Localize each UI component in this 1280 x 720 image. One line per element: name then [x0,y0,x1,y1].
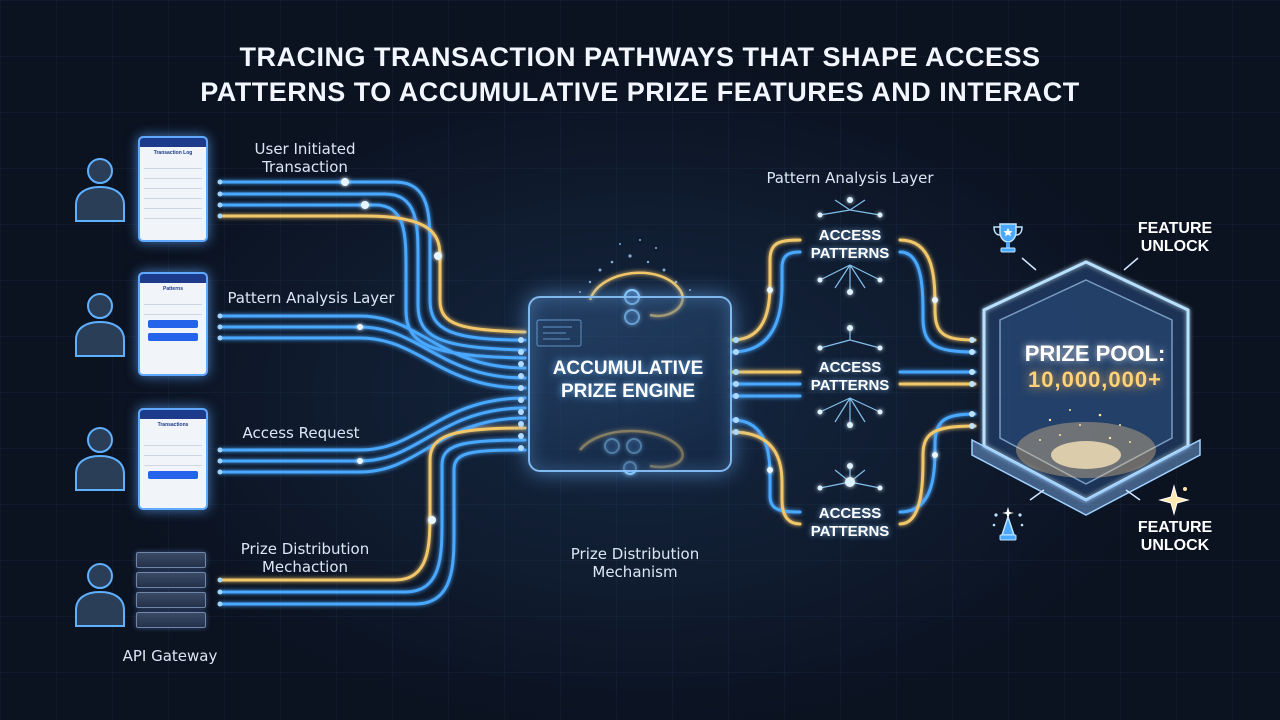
server-rack [136,552,206,632]
hub-1 [819,199,881,292]
path-e-ap1-b [730,250,802,354]
path-ap1-pp-a [898,238,977,342]
phone-screen-transactions: Transaction Log [138,136,208,242]
user-icon [75,158,125,222]
access-patterns-1: ACCESS PATTERNS [810,227,890,262]
path-g3-c [218,416,527,474]
label-access-request: Access Request [242,424,360,442]
user-icon [75,563,125,627]
path-g1-c [218,203,527,360]
prize-engine-label: ACCUMULATIVE PRIZE ENGINE [552,358,704,402]
title-line-1: TRACING TRANSACTION PATHWAYS THAT SHAPE … [239,42,1041,72]
user-icon [75,427,125,491]
label-user-initiated: User Initiated Transaction [254,140,356,176]
prize-pool-container [971,260,1201,516]
title-line-2: PATTERNS TO ACCUMULATIVE PRIZE FEATURES … [200,77,1080,107]
path-g3-a [218,396,527,452]
path-g1-d [218,214,527,334]
label-pattern-analysis-layer: Pattern Analysis Layer [766,169,934,187]
feature-unlock-bottom: FEATURE UNLOCK [1137,519,1213,554]
label-prize-distribution-mechanism: Prize Distribution Mechanism [570,545,700,581]
phone-header: Patterns [162,286,183,292]
path-g2-c [218,336,527,390]
path-e-ap1-a [730,238,802,342]
path-e-ap3-b [730,430,802,526]
path-g2-a [218,314,527,370]
celebration-icon [992,507,1024,541]
prize-pool-amount: 10,000,000+ [1028,367,1162,392]
access-patterns-3: ACCESS PATTERNS [810,505,890,540]
phone-screen-patterns: Patterns [138,272,208,376]
path-g1-a [218,180,527,342]
path-g4-a [218,426,527,582]
label-api-gateway: API Gateway [122,647,218,665]
page-title: TRACING TRANSACTION PATHWAYS THAT SHAPE … [0,40,1280,110]
phone-header: Transaction Log [153,150,193,156]
label-pattern-analysis: Pattern Analysis Layer [227,289,395,307]
label-prize-distribution: Prize Distribution Mechaction [240,540,370,576]
path-g4-c [218,448,527,606]
access-patterns-2: ACCESS PATTERNS [810,359,890,394]
path-ap3-pp-a [898,412,977,514]
path-g4-b [218,438,527,594]
path-g1-b [218,192,527,352]
trophy-icon [993,223,1023,253]
user-icon [75,293,125,357]
path-g2-b [218,325,527,380]
prize-pool-label: PRIZE POOL: [1024,341,1166,366]
path-ap3-pp-b [898,424,977,526]
prize-engine-box [528,296,732,472]
hub-2 [819,328,881,425]
path-ap1-pp-b [898,250,977,354]
feature-unlock-top: FEATURE UNLOCK [1137,220,1213,255]
path-g3-b [218,406,527,463]
sparkle-icon [1158,484,1190,516]
phone-screen-access: Transactions [138,408,208,510]
phone-header: Transactions [157,422,189,428]
